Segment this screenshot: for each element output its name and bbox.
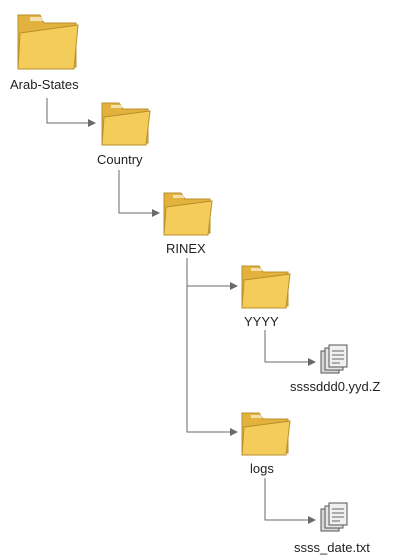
file-label-logs: ssss_date.txt xyxy=(294,540,370,555)
files-stack-icon xyxy=(320,502,348,532)
folder-icon xyxy=(101,102,151,146)
folder-node-country[interactable]: Country xyxy=(90,95,160,175)
folder-node-rinex[interactable]: RINEX xyxy=(158,185,228,265)
folder-icon xyxy=(241,412,291,456)
folder-label-country: Country xyxy=(97,152,143,167)
file-node-logs[interactable]: ssss_date.txt xyxy=(290,496,395,560)
folder-node-yyyy[interactable]: YYYY xyxy=(236,258,306,338)
connector-country-rinex xyxy=(118,170,160,217)
file-node-yyyy[interactable]: ssssddd0.yyd.Z xyxy=(290,338,395,398)
folder-node-logs[interactable]: logs xyxy=(236,405,306,485)
connector-rinex-logs xyxy=(186,286,238,436)
files-stack-icon xyxy=(320,344,348,374)
folder-icon xyxy=(163,192,213,236)
folder-icon xyxy=(17,14,79,70)
folder-label-root: Arab-States xyxy=(10,77,79,92)
connector-root-country xyxy=(46,98,96,127)
folder-node-root[interactable]: Arab-States xyxy=(10,5,85,95)
file-label-yyyy: ssssddd0.yyd.Z xyxy=(290,379,381,394)
folder-icon xyxy=(241,265,291,309)
folder-label-logs: logs xyxy=(250,461,274,476)
folder-label-rinex: RINEX xyxy=(166,241,206,256)
folder-label-yyyy: YYYY xyxy=(244,314,279,329)
